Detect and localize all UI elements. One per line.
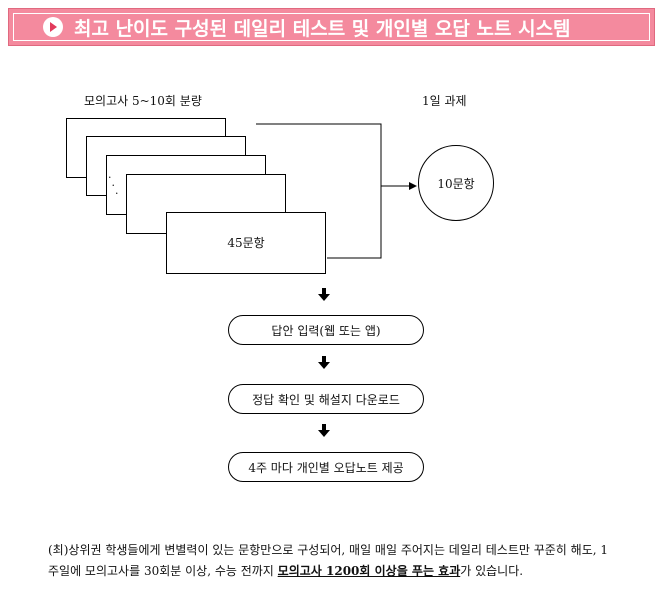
description-text: (최)상위권 학생들에게 변별력이 있는 문항만으로 구성되어, 매일 매일 주…	[48, 543, 608, 578]
step-label: 4주 마다 개인별 오답노트 제공	[248, 460, 404, 475]
step-wrong-answer-note: 4주 마다 개인별 오답노트 제공	[228, 452, 424, 482]
daily-questions-text: 10문항	[437, 176, 475, 191]
description-paragraph: (최)상위권 학생들에게 변별력이 있는 문항만으로 구성되어, 매일 매일 주…	[48, 540, 608, 582]
description-text-end: 가 있습니다.	[460, 564, 524, 578]
daily-questions-circle: 10문항	[418, 145, 494, 221]
arrow-right-circle-icon	[43, 17, 63, 37]
description-highlight: 모의고사 1200회 이상을 푸는 효과	[277, 564, 461, 578]
step-label: 답안 입력(웹 또는 앱)	[271, 323, 381, 338]
question-count-text: 45문항	[227, 236, 265, 250]
down-arrow-icon	[318, 356, 330, 369]
mock-exam-sheet-front: 45문항	[166, 212, 326, 274]
down-arrow-icon	[318, 288, 330, 301]
ellipsis-dots-icon: · · ·	[108, 171, 119, 200]
page-title: 최고 난이도 구성된 데일리 테스트 및 개인별 오답 노트 시스템	[74, 17, 571, 40]
mock-exam-label: 모의고사 5~10회 분량	[84, 94, 202, 108]
step-label: 정답 확인 및 해설지 다운로드	[252, 392, 400, 407]
stack-to-daily-connector	[256, 123, 382, 259]
step-answer-check: 정답 확인 및 해설지 다운로드	[228, 384, 424, 414]
title-banner: 최고 난이도 구성된 데일리 테스트 및 개인별 오답 노트 시스템	[8, 8, 655, 46]
title-banner-frame: 최고 난이도 구성된 데일리 테스트 및 개인별 오답 노트 시스템	[13, 13, 650, 41]
down-arrow-icon	[318, 424, 330, 437]
daily-assignment-label: 1일 과제	[422, 94, 467, 108]
step-answer-input: 답안 입력(웹 또는 앱)	[228, 315, 424, 345]
